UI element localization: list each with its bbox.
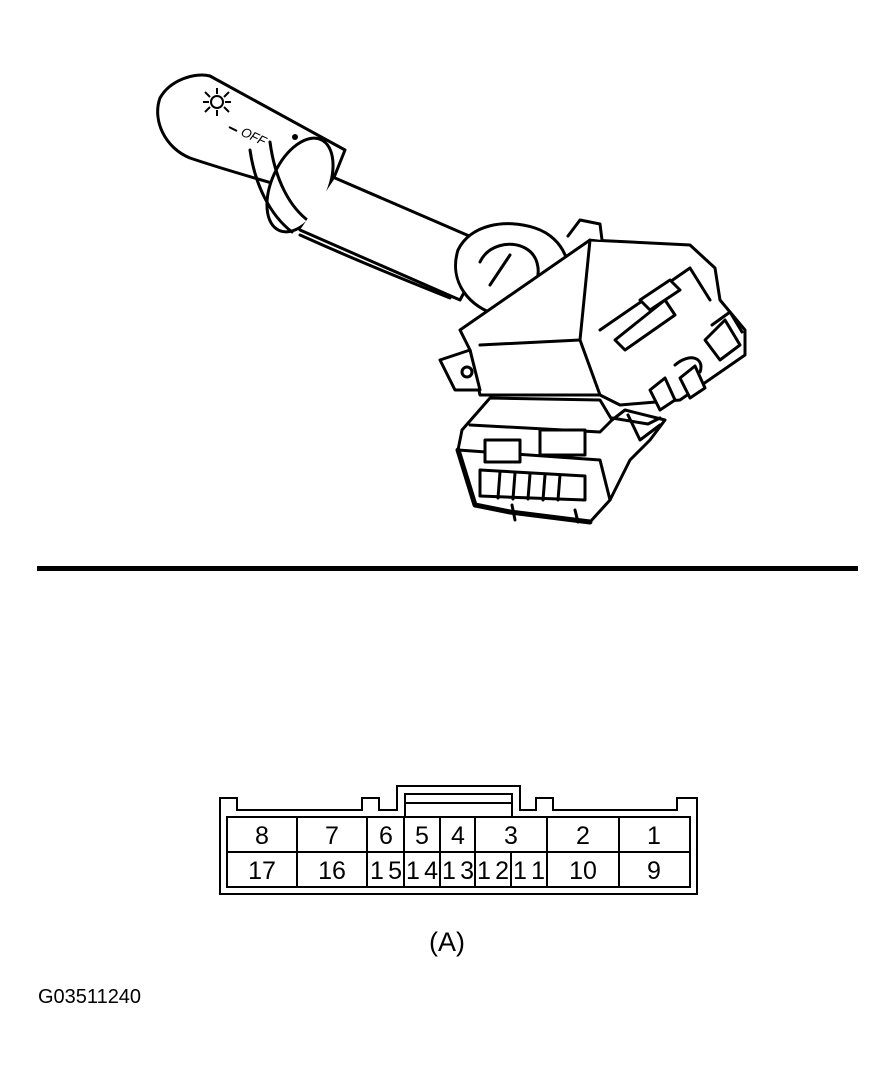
section-divider: [37, 566, 858, 571]
pin-4-label: 4: [451, 822, 465, 850]
pin-16-label: 16: [318, 857, 346, 885]
pin-2-label: 2: [576, 822, 590, 850]
pin-6-label: 6: [379, 822, 393, 850]
pin-10-label: 10: [569, 857, 597, 885]
pin-5-label: 5: [415, 822, 429, 850]
pin-12-label: 12: [477, 857, 509, 885]
pin-14-label: 14: [406, 857, 438, 885]
pin-11-label: 11: [513, 857, 545, 885]
pin-17-label: 17: [248, 857, 276, 885]
pin-15-label: 15: [370, 857, 402, 885]
combination-switch-illustration: OFF: [156, 73, 747, 525]
connector-caption: (A): [429, 927, 465, 957]
pin-7-label: 7: [325, 822, 339, 850]
pin-8-label: 8: [255, 822, 269, 850]
pin-13-label: 13: [442, 857, 474, 885]
pin-3-label: 3: [504, 822, 518, 850]
figure-code: G03511240: [38, 986, 142, 1008]
connector-housing-outline: [219, 785, 698, 895]
headlight-symbol-icon: [203, 88, 231, 116]
indicator-dot-icon: [292, 134, 298, 140]
pin-9-label: 9: [647, 857, 661, 885]
pin-1-label: 1: [647, 822, 661, 850]
